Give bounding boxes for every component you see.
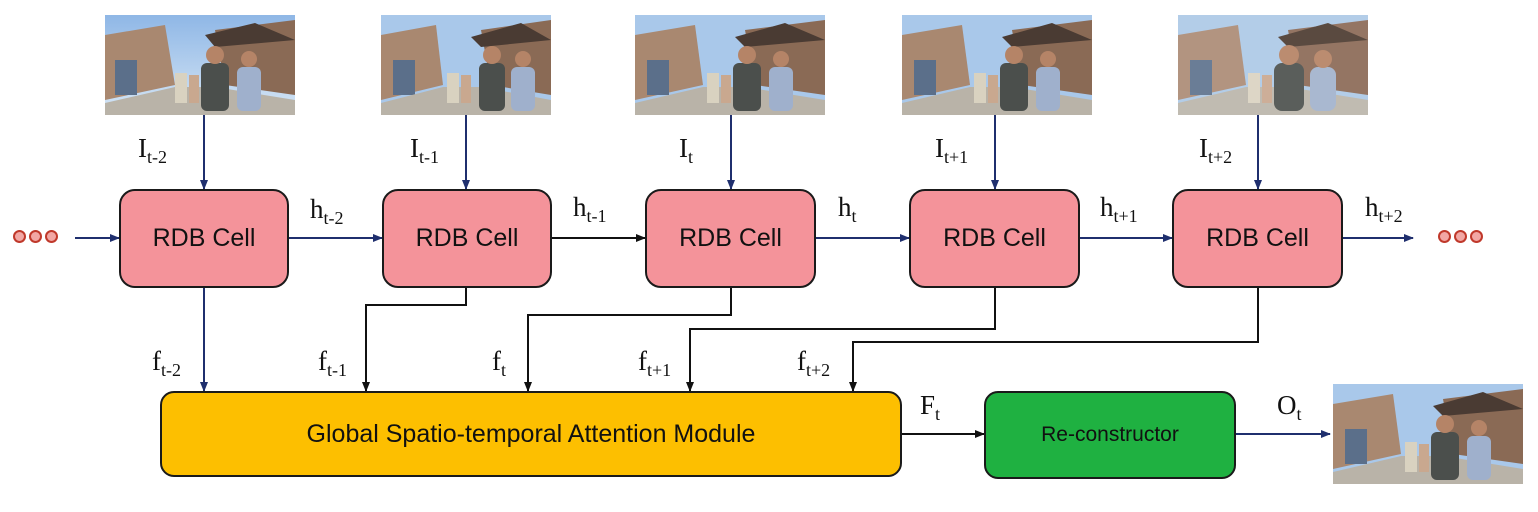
input-frame-image — [902, 15, 1092, 115]
input-label: It-1 — [410, 133, 439, 167]
attention-module: Global Spatio-temporal Attention Module — [160, 391, 902, 477]
input-label: It-2 — [138, 133, 167, 167]
input-label: It+2 — [1199, 133, 1233, 167]
rdb-cell: RDB Cell — [909, 189, 1080, 288]
input-frame-image — [105, 15, 295, 115]
output-frame-image — [1333, 384, 1523, 484]
rdb-cell: RDB Cell — [645, 189, 816, 288]
input-frame-image — [635, 15, 825, 115]
input-label: It+1 — [935, 133, 969, 167]
input-frame-image — [1178, 15, 1368, 115]
feature-label: ft-1 — [318, 346, 347, 380]
feature-label: ft — [492, 346, 507, 380]
rdb-cell: RDB Cell — [1172, 189, 1343, 288]
hidden-state-label: ht — [838, 192, 857, 226]
rdb-cell: RDB Cell — [382, 189, 552, 288]
rdb-cell: RDB Cell — [119, 189, 289, 288]
reconstructor: Re-constructor — [984, 391, 1236, 479]
hidden-state-label: ht+2 — [1365, 192, 1403, 226]
input-frame-image — [381, 15, 551, 115]
hidden-state-label: ht-2 — [310, 194, 344, 228]
hidden-state-label: ht-1 — [573, 192, 607, 226]
fused-feature-label: Ft — [920, 390, 941, 424]
ellipsis-right-icon — [1438, 230, 1483, 243]
feature-label: ft+2 — [797, 346, 831, 380]
input-label: It — [679, 133, 694, 167]
feature-label: ft+1 — [638, 346, 672, 380]
hidden-state-label: ht+1 — [1100, 192, 1138, 226]
output-label: Ot — [1277, 390, 1302, 424]
feature-label: ft-2 — [152, 346, 181, 380]
ellipsis-left-icon — [13, 230, 58, 243]
